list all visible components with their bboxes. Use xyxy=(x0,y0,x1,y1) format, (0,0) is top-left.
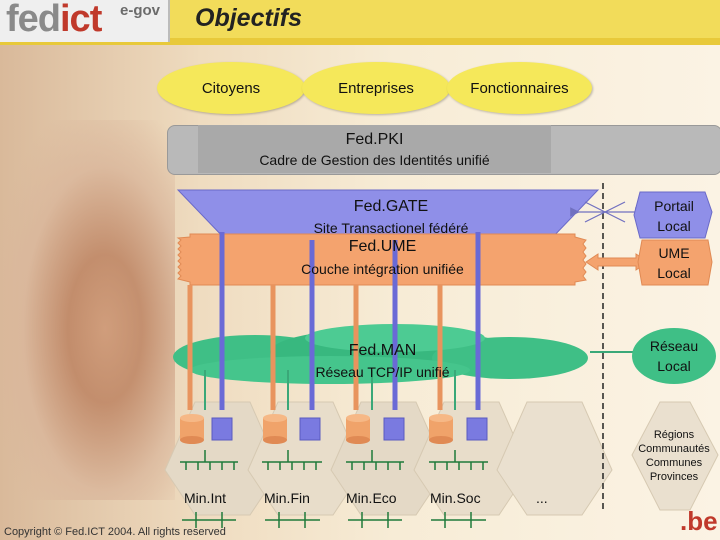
reseau-local-label: Réseau Local xyxy=(640,336,708,376)
ministry-label-fin: Min.Fin xyxy=(264,490,310,506)
reseau-local-line2: Local xyxy=(657,358,691,374)
be-logo-text: .be xyxy=(680,506,718,536)
pki-description: Cadre de Gestion des Identités unifié xyxy=(259,152,490,168)
man-layer xyxy=(173,324,588,384)
regions-hex xyxy=(631,401,719,511)
regions-line: Provinces xyxy=(649,471,699,483)
ume-local-label: UME Local xyxy=(640,243,708,283)
man-title: Fed.MAN xyxy=(348,342,417,359)
ume-connectors xyxy=(187,285,443,410)
reseau-local-line1: Réseau xyxy=(649,338,699,354)
router-int xyxy=(211,417,233,441)
man-description: Réseau TCP/IP unifié xyxy=(315,364,450,380)
db-cylinder-fin xyxy=(263,414,287,444)
regions-line: Communautés xyxy=(638,443,710,455)
portail-local-label: Portail Local xyxy=(640,196,708,236)
ume-layer xyxy=(176,233,587,286)
ministry-lans xyxy=(180,450,488,528)
pki-layer-inner xyxy=(198,125,551,173)
ume-description: Couche intégration unifiée xyxy=(301,261,464,277)
ministry-label-eco: Min.Eco xyxy=(346,490,397,506)
router-fin xyxy=(299,417,321,441)
ministry-label-more: ... xyxy=(536,490,548,506)
gate-title: Fed.GATE xyxy=(353,198,429,215)
regions-label: Régions Communautés Communes Provinces xyxy=(628,428,720,484)
header-strip xyxy=(0,38,720,45)
router-eco xyxy=(383,417,405,441)
audience-label: Fonctionnaires xyxy=(470,79,569,97)
gate-connectors xyxy=(219,232,481,410)
background-photo xyxy=(0,120,175,500)
audience-citoyens: Citoyens xyxy=(157,62,305,114)
portail-line1: Portail xyxy=(654,198,694,214)
regions-line: Régions xyxy=(653,429,695,441)
audience-label: Entreprises xyxy=(338,79,414,97)
regions-line: Communes xyxy=(645,457,703,469)
ume-title: Fed.UME xyxy=(348,238,417,255)
portail-line2: Local xyxy=(657,218,691,234)
ume-local-box xyxy=(637,239,713,286)
local-links xyxy=(570,201,649,353)
audience-label: Citoyens xyxy=(201,79,261,97)
copyright-text: Copyright © Fed.ICT 2004. All rights res… xyxy=(4,526,226,538)
gate-description: Site Transactionel fédéré xyxy=(313,220,469,236)
portail-local-box xyxy=(633,191,713,239)
ume-local-line2: Local xyxy=(657,265,691,281)
ministry-label-int: Min.Int xyxy=(184,490,227,506)
be-logo: .be xyxy=(680,506,718,537)
logo-fed-text: fed xyxy=(6,0,61,40)
ministry-hex-more xyxy=(496,401,613,516)
db-cylinder-int xyxy=(180,414,204,444)
logo-ict-text: ict xyxy=(60,0,102,40)
router-soc xyxy=(466,417,488,441)
fedict-logo: fedict e-gov xyxy=(0,0,170,42)
ministry-label-soc: Min.Soc xyxy=(430,490,481,506)
db-cylinder-eco xyxy=(346,414,370,444)
pki-title: Fed.PKI xyxy=(345,131,404,148)
audience-fonctionnaires: Fonctionnaires xyxy=(447,62,592,114)
ume-local-line1: UME xyxy=(658,245,690,261)
ministry-systems xyxy=(180,414,488,444)
logo-wordmark: fedict xyxy=(6,0,102,41)
audience-entreprises: Entreprises xyxy=(302,62,450,114)
page-title: Objectifs xyxy=(195,4,302,32)
reseau-local-blob xyxy=(632,328,716,384)
man-connectors xyxy=(204,370,456,410)
logo-egov-text: e-gov xyxy=(120,2,161,19)
db-cylinder-soc xyxy=(429,414,453,444)
